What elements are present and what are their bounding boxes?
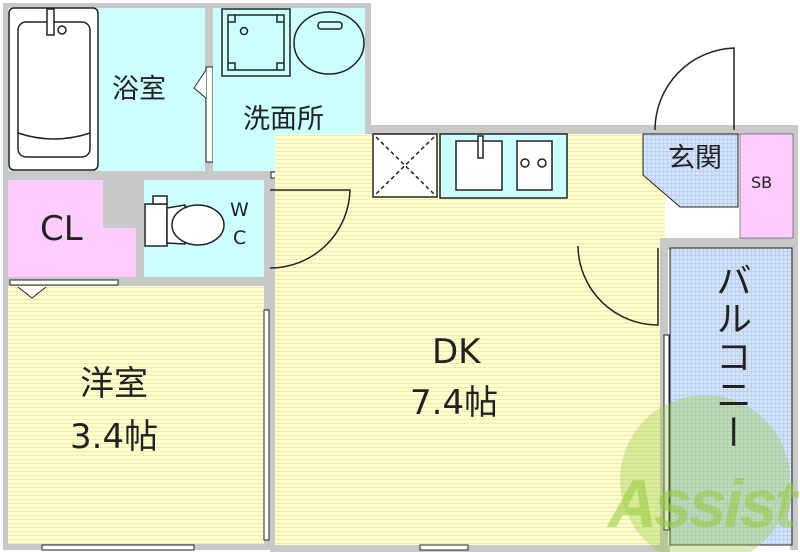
washroom-label: 洗面所 bbox=[243, 104, 324, 135]
watermark-logo: Assist bbox=[608, 466, 797, 542]
bath-label: 浴室 bbox=[112, 74, 166, 105]
balcony bbox=[669, 247, 793, 546]
western-room-size: 3.4帖 bbox=[70, 417, 159, 457]
toilet-label-w: W bbox=[230, 199, 249, 221]
refrigerator-space bbox=[372, 133, 438, 198]
western-room bbox=[8, 286, 264, 544]
western-room-label: 洋室 bbox=[80, 364, 148, 404]
entrance bbox=[642, 133, 739, 208]
washing-machine-pan bbox=[221, 8, 291, 77]
toilet-label-c: C bbox=[233, 227, 247, 249]
entrance-label: 玄関 bbox=[668, 143, 722, 174]
balcony-label: バルコニー bbox=[710, 262, 751, 452]
shoe-box-label: SB bbox=[751, 173, 773, 192]
dk-label: DK bbox=[432, 332, 481, 372]
watermark-circle bbox=[620, 395, 790, 552]
closet-label: CL bbox=[40, 209, 83, 249]
bath-door bbox=[205, 66, 214, 163]
toilet-fixture bbox=[144, 195, 225, 247]
shoe-box bbox=[739, 133, 794, 239]
dk-size: 7.4帖 bbox=[410, 383, 499, 423]
doors bbox=[269, 47, 735, 326]
bathtub bbox=[8, 7, 99, 171]
wash-basin bbox=[293, 11, 365, 75]
kitchen-counter bbox=[439, 133, 568, 199]
